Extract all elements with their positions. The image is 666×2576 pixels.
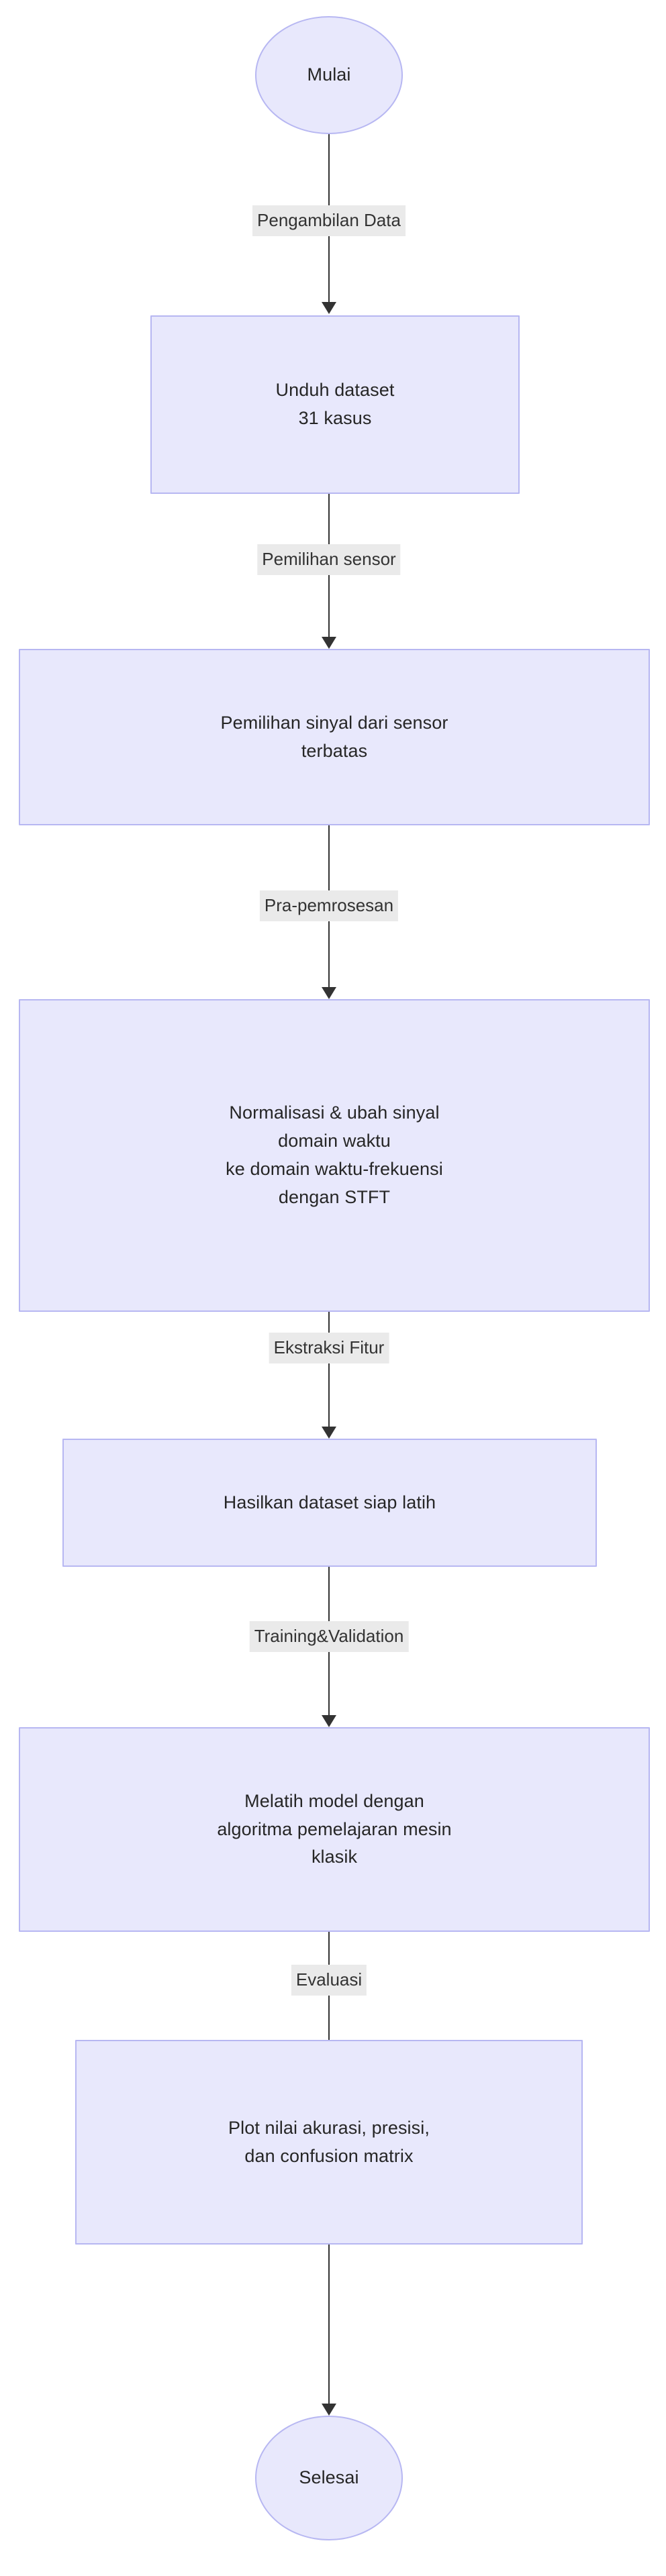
- node-normalisasi-stft-label: Normalisasi & ubah sinyal domain waktu k…: [226, 1102, 443, 1207]
- edge-arrowhead-hasilkan-melatih: [322, 1715, 336, 1727]
- edge-line-normalisasi-hasilkan: [328, 1311, 330, 1429]
- node-mulai[interactable]: Mulai: [255, 16, 403, 134]
- edge-label-evaluasi: Evaluasi: [291, 1965, 367, 1996]
- node-pemilihan-sinyal[interactable]: Pemilihan sinyal dari sensor terbatas: [19, 649, 650, 825]
- node-melatih-model[interactable]: Melatih model dengan algoritma pemelajar…: [19, 1727, 650, 1932]
- node-plot-evaluasi[interactable]: Plot nilai akurasi, presisi, dan confusi…: [75, 2040, 583, 2245]
- edge-arrowhead-unduh-pemilihan: [322, 637, 336, 649]
- edge-label-pengambilan-data: Pengambilan Data: [252, 205, 406, 237]
- edge-arrowhead-mulai-unduh: [322, 302, 336, 314]
- node-pemilihan-sinyal-label: Pemilihan sinyal dari sensor terbatas: [220, 712, 448, 761]
- node-hasilkan-dataset-label: Hasilkan dataset siap latih: [223, 1492, 436, 1512]
- node-unduh-dataset-label: Unduh dataset 31 kasus: [275, 380, 395, 428]
- edge-line-plot-selesai: [328, 2244, 330, 2406]
- edge-label-pra-pemrosesan: Pra-pemrosesan: [259, 890, 399, 922]
- edge-label-ekstraksi-fitur: Ekstraksi Fitur: [269, 1333, 389, 1364]
- node-selesai-label: Selesai: [299, 2467, 359, 2488]
- node-normalisasi-stft[interactable]: Normalisasi & ubah sinyal domain waktu k…: [19, 999, 650, 1312]
- edge-label-training-validation: Training&Validation: [249, 1621, 409, 1653]
- node-melatih-model-label: Melatih model dengan algoritma pemelajar…: [217, 1790, 452, 1867]
- edge-arrowhead-pemilihan-normalisasi: [322, 987, 336, 999]
- node-unduh-dataset[interactable]: Unduh dataset 31 kasus: [150, 315, 520, 494]
- node-plot-evaluasi-label: Plot nilai akurasi, presisi, dan confusi…: [228, 2117, 430, 2166]
- node-selesai[interactable]: Selesai: [255, 2416, 403, 2540]
- edge-arrowhead-plot-selesai: [322, 2404, 336, 2416]
- node-hasilkan-dataset[interactable]: Hasilkan dataset siap latih: [62, 1439, 597, 1567]
- edge-arrowhead-normalisasi-hasilkan: [322, 1427, 336, 1439]
- edge-label-pemilihan-sensor: Pemilihan sensor: [257, 544, 401, 576]
- node-mulai-label: Mulai: [307, 64, 351, 85]
